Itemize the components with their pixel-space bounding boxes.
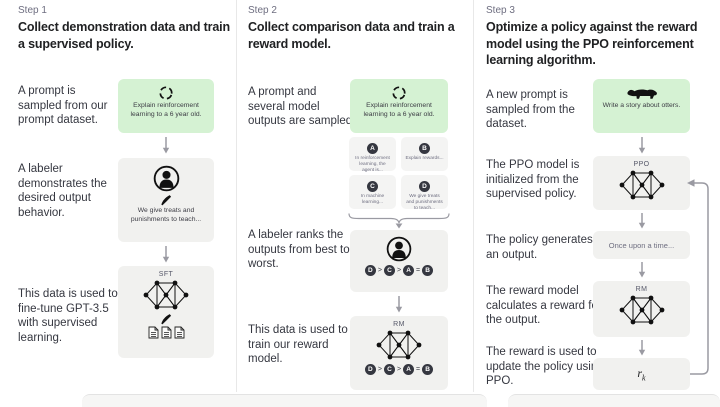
rank-separator: > [377, 267, 382, 274]
step3-caption-prompt: A new prompt is sampled from the dataset… [486, 89, 575, 131]
pen-icon [161, 195, 172, 206]
step1-caption-prompt: A prompt is sampled from our prompt data… [18, 85, 108, 127]
curly-brace-icon [348, 213, 450, 229]
step3-caption-output: The policy generates an output. [486, 234, 593, 261]
output-text: Explain rewards... [405, 156, 444, 161]
down-arrow-icon [638, 262, 646, 278]
step2-caption-train-rm: This data is used to train our reward mo… [248, 324, 348, 366]
neural-network-icon [143, 280, 189, 310]
labeler-icon [153, 165, 179, 192]
bottom-crop-bar [82, 394, 487, 407]
step2-caption-prompt: A prompt and several model outputs are s… [248, 86, 356, 128]
document-icon [161, 326, 171, 339]
column-divider [473, 0, 474, 392]
rank-circle: B [422, 364, 434, 375]
neural-network-icon [376, 330, 422, 360]
output-text: In machine learning... [360, 194, 385, 205]
document-icon [148, 326, 158, 339]
step1-sft-box: SFT [118, 266, 214, 358]
output-text: We give treats and punishments to teach.… [406, 194, 443, 211]
step3-caption-reward-calc: The reward model calculates a reward for… [486, 285, 602, 327]
step2-heading: Collect comparison data and train a rewa… [248, 20, 455, 51]
step1-labeler-box: We give treats and punishments to teach.… [118, 158, 214, 242]
step2-label: Step 2 [248, 5, 277, 16]
step1-prompt-text: Explain reinforcement learning to a 6 ye… [130, 102, 202, 119]
down-arrow-icon [638, 137, 646, 154]
feedback-loop-arrow-icon [687, 179, 709, 375]
output-letter: A [367, 143, 378, 154]
rank-separator: > [396, 366, 402, 373]
output-letter: B [419, 143, 430, 154]
neural-network-icon [619, 295, 664, 325]
otter-icon [627, 89, 657, 99]
step3-output-box: Once upon a time... [593, 231, 690, 259]
step3-label: Step 3 [486, 5, 515, 16]
step1-labeler-text: We give treats and punishments to teach.… [130, 207, 202, 224]
step3-output-text: Once upon a time... [608, 240, 675, 250]
rank-separator: > [396, 267, 402, 274]
step3-prompt-box: Write a story about otters. [593, 79, 690, 133]
step1-caption-finetune: This data is used to fine-tune GPT-3.5 w… [18, 288, 118, 345]
step2-labeler-box: D > C > A = B [350, 230, 448, 292]
rank-circle: D [364, 364, 376, 375]
step3-ppo-box: PPO [593, 156, 690, 210]
step3-heading: Optimize a policy against the reward mod… [486, 20, 698, 67]
step3-caption-update: The reward is used to update the policy … [486, 346, 604, 388]
ranking-row: D > C > A = B [350, 364, 448, 375]
rank-circle: A [403, 265, 415, 276]
reward-symbol: rk [637, 365, 646, 383]
step3-rm-box: RM [593, 281, 690, 337]
rank-separator: > [377, 366, 382, 373]
rank-circle: A [403, 364, 415, 375]
output-box-a: A In reinforcement learning, the agent i… [349, 137, 396, 173]
rm-label: RM [393, 321, 405, 328]
step2-prompt-box: Explain reinforcement learning to a 6 ye… [350, 79, 448, 133]
step2-caption-ranking: A labeler ranks the outputs from best to… [248, 229, 350, 271]
step1-heading: Collect demonstration data and train a s… [18, 20, 230, 51]
rm-label: RM [635, 286, 648, 293]
neural-network-icon [619, 170, 664, 200]
rank-circle: D [364, 265, 376, 276]
step3-caption-ppo-init: The PPO model is initialized from the su… [486, 159, 580, 201]
output-box-b: B Explain rewards... [401, 137, 448, 171]
down-arrow-icon [162, 246, 170, 263]
column-divider [236, 0, 237, 392]
step2-prompt-text: Explain reinforcement learning to a 6 ye… [363, 102, 435, 119]
down-arrow-icon [162, 137, 170, 154]
step3-reward-box: rk [593, 358, 690, 390]
rank-separator: = [416, 366, 421, 373]
ppo-label: PPO [633, 161, 650, 168]
down-arrow-icon [395, 296, 403, 313]
rank-circle: C [383, 364, 395, 375]
output-box-c: C In machine learning... [349, 175, 396, 209]
step2-rm-box: RM D > C > A = B [350, 316, 448, 390]
step3-prompt-text: Write a story about otters. [602, 102, 681, 109]
pen-icon [161, 314, 172, 325]
output-text: In reinforcement learning, the agent is.… [355, 156, 390, 173]
labeler-icon [386, 236, 412, 262]
down-arrow-icon [638, 340, 646, 356]
step1-prompt-box: Explain reinforcement learning to a 6 ye… [118, 79, 214, 133]
output-letter: C [367, 181, 378, 192]
down-arrow-icon [638, 213, 646, 229]
sft-label: SFT [158, 271, 174, 278]
refresh-icon [159, 86, 173, 100]
step1-caption-labeler: A labeler demonstrates the desired outpu… [18, 163, 107, 220]
rank-circle: B [422, 265, 434, 276]
rank-separator: = [416, 267, 421, 274]
output-letter: D [419, 181, 430, 192]
documents-row [118, 326, 214, 339]
rank-circle: C [383, 265, 395, 276]
bottom-crop-bar [508, 394, 720, 407]
document-icon [174, 326, 184, 339]
refresh-icon [392, 86, 406, 100]
ranking-row: D > C > A = B [350, 265, 448, 276]
step1-label: Step 1 [18, 5, 47, 16]
output-box-d: D We give treats and punishments to teac… [401, 175, 448, 211]
